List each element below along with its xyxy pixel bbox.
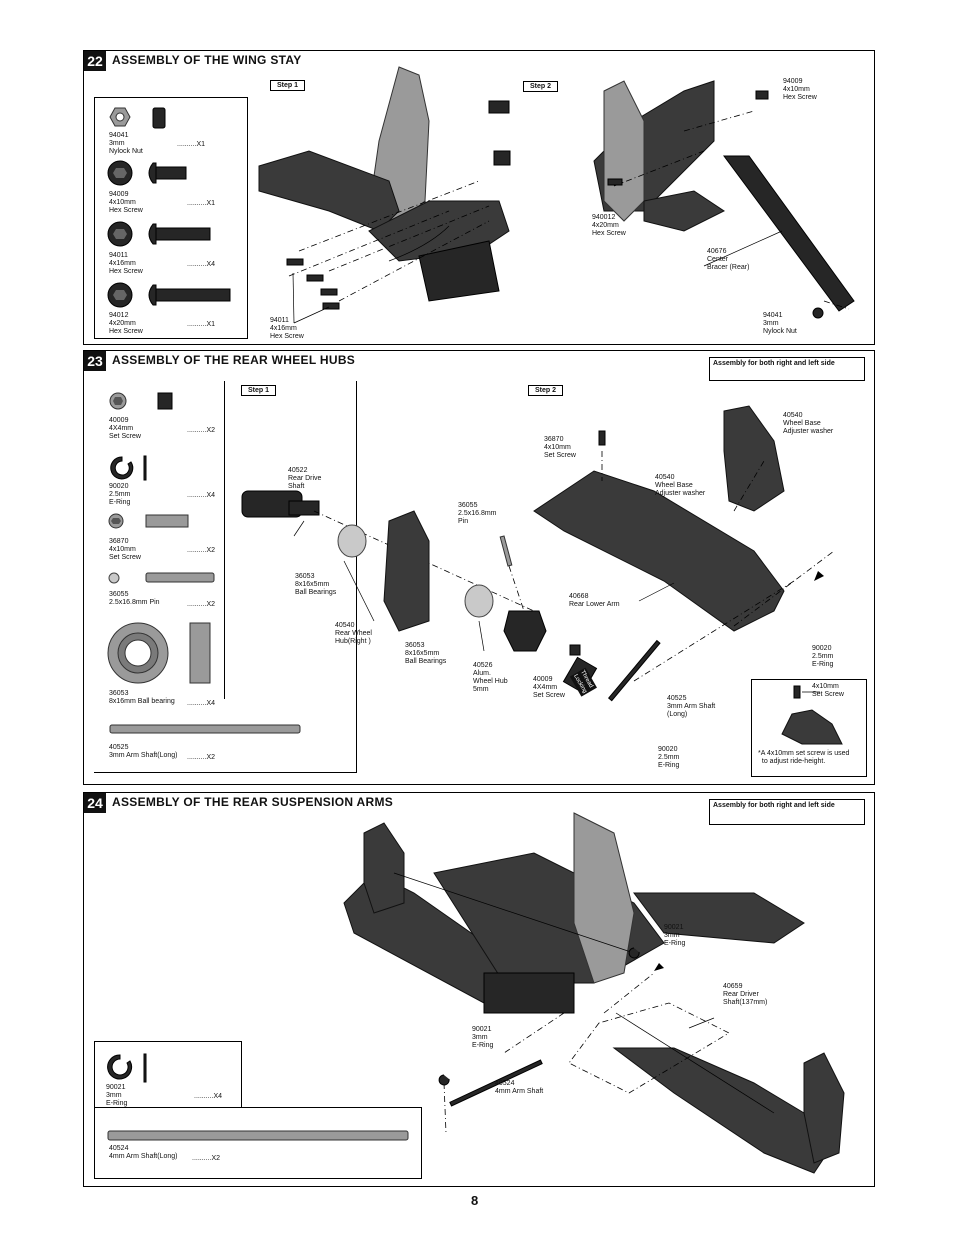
part-40525-qty: ..........X2 [187,754,216,761]
part-90021-desc: 3mm E-Ring [106,1092,128,1107]
part-90020-desc: 2.5mm E-Ring [109,491,131,506]
part-36870-desc: 4x10mm Set Screw [109,546,141,561]
wing-stay-step1-illustration [258,66,511,324]
note-both-sides: Assembly for both right and left side [709,357,865,381]
ball-bearing-icon [107,622,211,684]
part-40525-desc: 3mm Arm Shaft(Long) [109,752,178,759]
section-number: 23 [84,351,106,371]
part-40525: 40525 [109,744,129,751]
label-90021-b: 90021 3mm E-Ring [472,1026,494,1049]
part-94011-qty: ..........X4 [187,261,216,268]
note-both-sides: Assembly for both right and left side [709,799,865,825]
arm-shaft-icon [109,724,301,734]
section-number: 22 [84,51,106,71]
part-40524-desc: 4mm Arm Shaft(Long) [109,1153,178,1160]
section-title: ASSEMBLY OF THE REAR WHEEL HUBS [112,353,356,367]
label-90021-a: 90021 3mm E-Ring [664,924,686,947]
part-94012: 94012 [109,312,129,319]
step-1-label: Step 1 [241,385,277,396]
part-90021-qty: ..........X4 [194,1093,223,1100]
part-94011-desc: 4x16mm Hex Screw [109,260,143,275]
step-1-label: Step 1 [270,80,306,91]
ride-height-inset: 4x10mm Set Screw *A 4x10mm set screw is … [751,679,867,777]
part-40009-qty: ..........X2 [187,427,216,434]
step-2-label: Step 2 [523,81,559,92]
label-40668: 40668 Rear Lower Arm [569,593,620,608]
part-94012-qty: ..........X1 [187,321,216,328]
section-title: ASSEMBLY OF THE REAR SUSPENSION ARMS [112,795,394,809]
wing-stay-step2-illustration [593,80,855,319]
step-2-label: Step 2 [528,385,564,396]
label-40524: 40524 4mm Arm Shaft [495,1080,544,1095]
rear-suspension-illustration [343,812,845,1174]
inset-label: 4x10mm Set Screw [812,683,844,698]
part-36870: 36870 [109,538,129,545]
label-40659: 40659 Rear Driver Shaft(137mm) [723,983,768,1006]
part-40009-desc: 4X4mm Set Screw [109,425,141,440]
section-number: 24 [84,793,106,813]
e-ring-icon [110,455,147,481]
set-screw-icon [108,513,189,529]
section-23: 23 ASSEMBLY OF THE REAR WHEEL HUBS Assem… [83,350,875,785]
label-36870: 36870 4x10mm Set Screw [544,436,576,459]
part-36053-qty: ..........X4 [187,700,216,707]
label-90020-b: 90020 2.5mm E-Ring [658,746,680,769]
label-940012: 940012 4x20mm Hex Screw [592,214,626,237]
hex-screw-icon [107,160,187,186]
label-40540-washer-b: 40540 Wheel Base Adjuster washer [655,474,706,497]
parts-box: 94041 3mm Nylock Nut ..........X1 94009 … [94,97,248,339]
label-94041: 94041 3mm Nylock Nut [763,312,797,335]
nylock-nut-icon [109,107,166,129]
part-94011: 94011 [109,252,128,259]
section-24: 24 ASSEMBLY OF THE REAR SUSPENSION ARMS … [83,792,875,1187]
label-36055: 36055 2.5x16.8mm Pin [458,502,497,525]
label-36053-b: 36053 8x16x5mm Ball Bearings [405,642,447,665]
part-36055-desc: 2.5x16.8mm Pin [109,599,160,606]
part-36055: 36055 [109,591,129,598]
set-screw-icon [109,392,173,410]
label-94011: 94011 4x16mm Hex Screw [270,317,304,340]
part-36053: 36053 [109,690,129,697]
hex-screw-icon [107,221,211,247]
part-40524: 40524 [109,1145,129,1152]
pin-icon [108,572,215,584]
label-40540-washer-a: 40540 Wheel Base Adjuster washer [783,412,834,435]
rear-arm-step2-illustration [533,405,835,702]
part-94009-desc: 4x10mm Hex Screw [109,199,143,214]
page-number: 8 [471,1193,479,1208]
label-90020-a: 90020 2.5mm E-Ring [812,645,834,668]
parts-box-lower [94,1107,422,1179]
label-40676: 40676 Center Bracer (Rear) [707,248,750,271]
label-94009: 94009 4x10mm Hex Screw [783,78,817,101]
part-36055-qty: ..........X2 [187,601,216,608]
e-ring-icon [107,1053,147,1083]
part-94012-desc: 4x20mm Hex Screw [109,320,143,335]
arm-shaft-icon [107,1130,409,1141]
part-94009: 94009 [109,191,129,198]
label-40009: 40009 4X4mm Set Screw [533,676,565,699]
part-36870-qty: ..........X2 [187,547,216,554]
label-40525: 40525 3mm Arm Shaft (Long) [667,695,716,718]
part-90021: 90021 [106,1084,126,1091]
label-36053-a: 36053 8x16x5mm Ball Bearings [295,573,337,596]
part-90020-qty: ..........X4 [187,492,216,499]
part-94041-qty: ..........X1 [177,141,206,148]
label-40526: 40526 Alum. Wheel Hub 5mm [473,662,508,693]
part-90020: 90020 [109,483,129,490]
part-40009: 40009 [109,417,129,424]
part-36053-desc: 8x16mm Ball bearing [109,698,175,705]
part-94009-qty: ..........X1 [187,200,216,207]
section-22: 22 ASSEMBLY OF THE WING STAY 94041 3mm N… [83,50,875,345]
ride-height-illustration [781,685,843,745]
part-94041-desc: 3mm Nylock Nut [109,140,143,155]
inset-note: *A 4x10mm set screw is used to adjust ri… [758,750,850,765]
label-40522: 40522 Rear Drive Shaft [288,467,322,490]
hex-screw-icon [107,282,231,308]
section-title: ASSEMBLY OF THE WING STAY [112,53,302,67]
label-40540-hub: 40540 Rear Wheel Hub(Right ) [335,622,372,645]
part-94041: 94041 [109,132,129,139]
part-40524-qty: ..........X2 [192,1155,221,1162]
